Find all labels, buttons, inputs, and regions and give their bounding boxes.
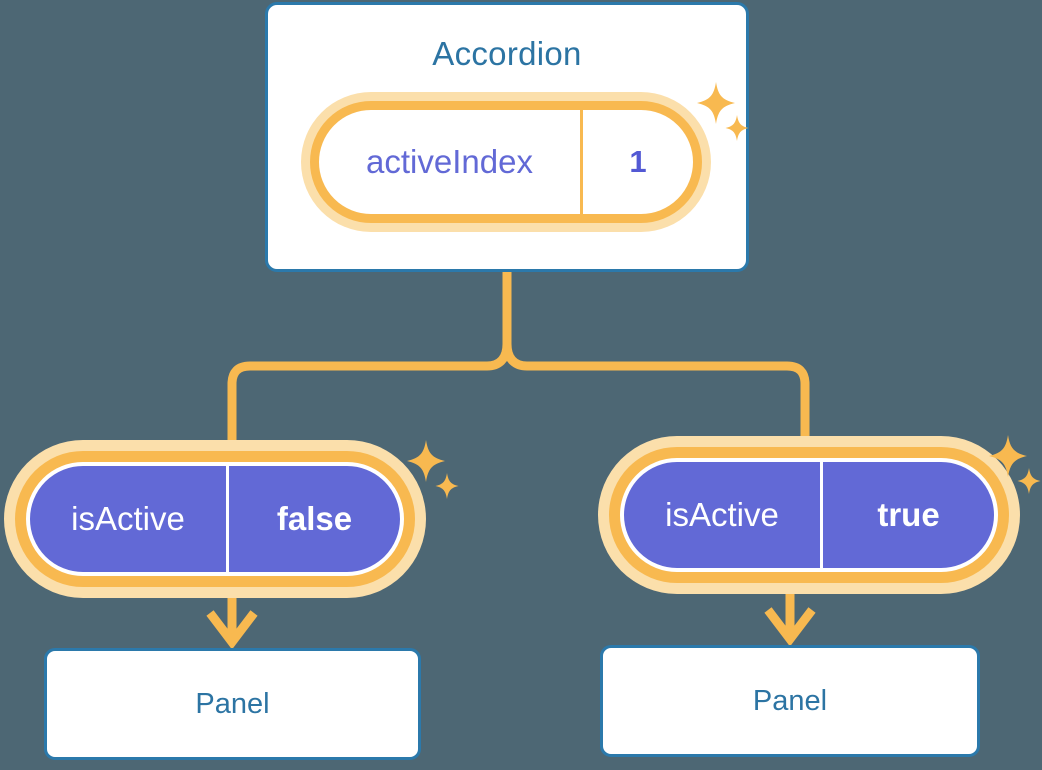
connector-branch-left	[227, 339, 512, 467]
is-active-true-pill-wrap: isActive true	[620, 458, 998, 572]
panel-left-title: Panel	[195, 687, 270, 720]
panel-node-left[interactable]: Panel	[44, 648, 421, 760]
is-active-true-key: isActive	[665, 496, 779, 533]
arrow-right	[764, 574, 816, 647]
is-active-true-value: true	[820, 462, 994, 568]
panel-right-title: Panel	[752, 684, 828, 717]
active-index-value: 1	[580, 110, 693, 214]
is-active-false-value: false	[226, 466, 400, 572]
active-index-pill[interactable]: activeIndex 1	[310, 101, 702, 223]
sparkle-icon	[407, 440, 459, 499]
accordion-node[interactable]: Accordion activeIndex 1	[265, 2, 749, 272]
active-index-key: activeIndex	[366, 143, 533, 180]
accordion-prop-pill-wrap: activeIndex 1	[310, 101, 702, 223]
arrow-left	[206, 578, 258, 650]
is-active-false-pill-wrap: isActive false	[26, 462, 404, 576]
accordion-title: Accordion	[432, 35, 582, 72]
is-active-true-pill[interactable]: isActive true	[620, 458, 998, 572]
is-active-false-key: isActive	[71, 500, 185, 537]
is-active-false-pill[interactable]: isActive false	[26, 462, 404, 576]
panel-node-right[interactable]: Panel	[600, 645, 980, 757]
connector-branch-right	[502, 339, 810, 463]
